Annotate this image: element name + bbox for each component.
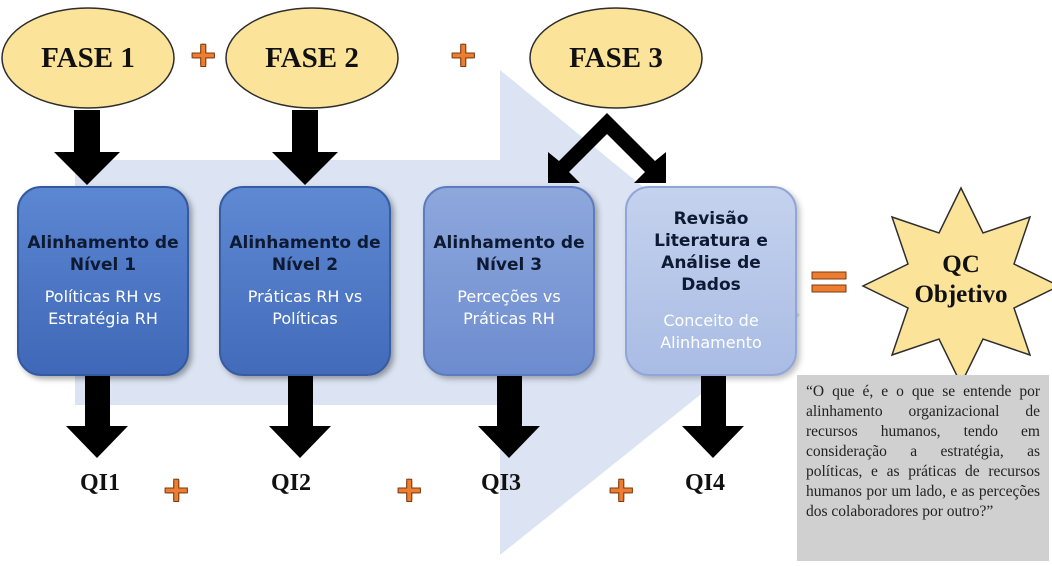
question-qi2: QI2	[271, 470, 312, 496]
phase-1-ellipse	[1, 7, 175, 109]
plus-sign-qi-3-4: +	[607, 470, 636, 510]
box-subtitle: Políticas RH vs Estratégia RH	[44, 287, 162, 328]
plus-sign-qi-1-2: +	[162, 470, 191, 510]
box-title: Alinhamento de Nível 3	[433, 233, 585, 275]
phase-3-ellipse	[529, 7, 703, 109]
plus-sign-phases-1-2: +	[189, 35, 218, 75]
plus-sign-phases-2-3: +	[449, 35, 478, 75]
objective-label: QC Objetivo	[866, 250, 1052, 310]
phase-1-label: FASE 1	[41, 41, 135, 74]
box-subtitle: Perceções vs Práticas RH	[457, 287, 561, 328]
box-subtitle: Conceito de Alinhamento	[660, 311, 762, 352]
question-qi1: QI1	[80, 470, 121, 496]
box-subtitle: Práticas RH vs Políticas	[247, 287, 363, 328]
arrow-down-box-2	[269, 376, 331, 458]
alignment-level-3-box: Alinhamento de Nível 3 Perceções vs Prát…	[423, 186, 595, 376]
alignment-level-2-box: Alinhamento de Nível 2 Práticas RH vs Po…	[219, 186, 391, 376]
equals-sign-bottom	[811, 284, 847, 293]
phase-2-label: FASE 2	[265, 41, 359, 74]
alignment-level-1-box: Alinhamento de Nível 1 Políticas RH vs E…	[17, 186, 189, 376]
arrow-down-box-1	[66, 376, 128, 458]
arrow-down-phase-2	[272, 110, 338, 185]
equals-sign-top	[811, 271, 847, 280]
arrow-down-box-4	[682, 376, 744, 458]
objective-qc: QC	[942, 251, 980, 278]
box-title: Alinhamento de Nível 1	[27, 233, 179, 275]
plus-sign-qi-2-3: +	[395, 470, 424, 510]
phase-2-ellipse	[225, 7, 399, 109]
question-qi3: QI3	[481, 470, 522, 496]
box-title: Revisão Literatura e Análise de Dados	[654, 209, 768, 295]
arrow-down-box-3	[478, 376, 540, 458]
objective-text: Objetivo	[914, 281, 1008, 308]
phase-3-label: FASE 3	[569, 41, 663, 74]
literature-review-box: Revisão Literatura e Análise de Dados Co…	[625, 186, 797, 376]
bent-arrow-phase-3	[548, 113, 666, 183]
box-title: Alinhamento de Nível 2	[229, 233, 381, 275]
research-question-quote: “O que é, e o que se entende por alinham…	[797, 375, 1049, 561]
question-qi4: QI4	[685, 470, 726, 496]
arrow-down-phase-1	[54, 110, 120, 185]
